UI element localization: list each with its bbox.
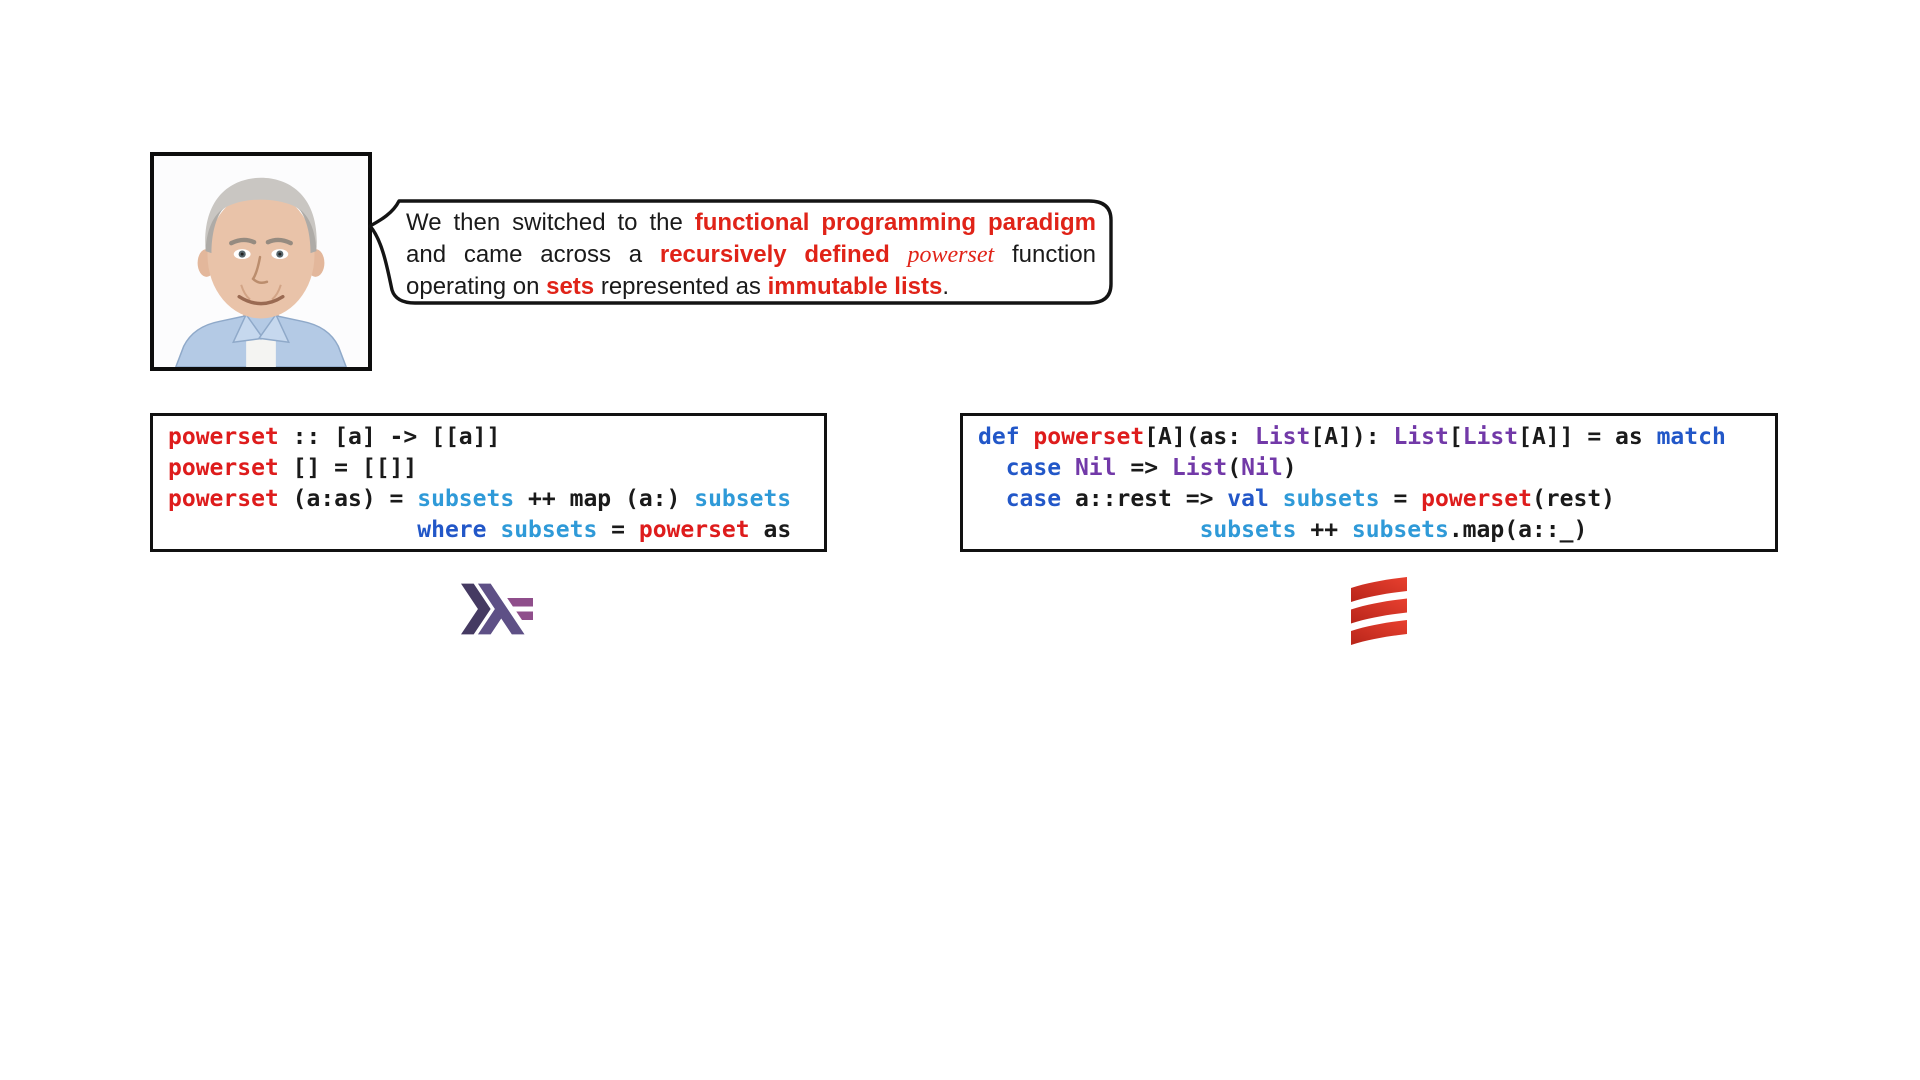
speech-bubble bbox=[368, 199, 1113, 305]
haskell-code: powerset :: [a] -> [[a]]powerset [] = [[… bbox=[168, 424, 792, 543]
speech-bubble-text: We then switched to the functional progr… bbox=[406, 209, 1097, 300]
haskell-logo-icon bbox=[461, 583, 533, 635]
scala-code-block: def powerset[A](as: List[A]): List[List[… bbox=[960, 413, 1778, 552]
speaker-portrait-image bbox=[154, 156, 368, 367]
haskell-code-block: powerset :: [a] -> [[a]]powerset [] = [[… bbox=[150, 413, 827, 552]
scala-code: def powerset[A](as: List[A]): List[List[… bbox=[978, 424, 1726, 543]
speaker-photo bbox=[150, 152, 372, 371]
scala-logo-icon bbox=[1349, 573, 1409, 645]
